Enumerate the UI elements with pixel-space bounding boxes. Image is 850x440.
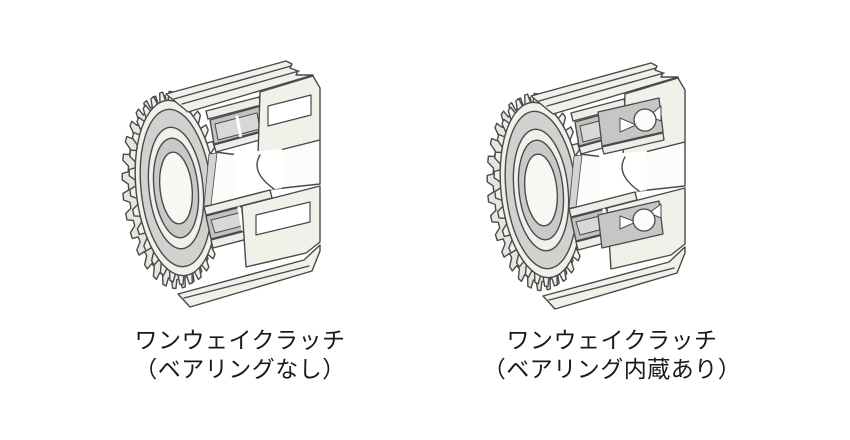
caption-right: ワンウェイクラッチ （ベアリング内蔵あり） xyxy=(472,326,752,384)
caption-right-line1: ワンウェイクラッチ xyxy=(506,327,718,353)
caption-left: ワンウェイクラッチ （ベアリングなし） xyxy=(100,326,380,384)
bottom-bearing-right-groove xyxy=(648,203,662,219)
caption-right-line2: （ベアリング内蔵あり） xyxy=(482,356,742,382)
one-way-clutch-illustration-without-bearing xyxy=(120,59,322,309)
caption-left-line2: （ベアリングなし） xyxy=(134,356,346,382)
bottom-bearing-ball xyxy=(632,208,656,232)
bottom-bearing-left-groove xyxy=(619,215,637,230)
top-bearing-lower-strip xyxy=(601,132,665,155)
top-bearing-ball xyxy=(633,108,657,132)
one-way-clutch-illustration-with-bearing xyxy=(485,61,687,311)
caption-left-line1: ワンウェイクラッチ xyxy=(134,327,346,353)
top-bearing-left-groove xyxy=(619,117,637,133)
ball-bearing-top xyxy=(597,97,665,155)
ball-bearing-bottom xyxy=(597,200,664,249)
snap-ring-grooves xyxy=(255,94,312,236)
bottom-groove-slot xyxy=(255,201,311,236)
top-groove-slot xyxy=(267,94,312,127)
